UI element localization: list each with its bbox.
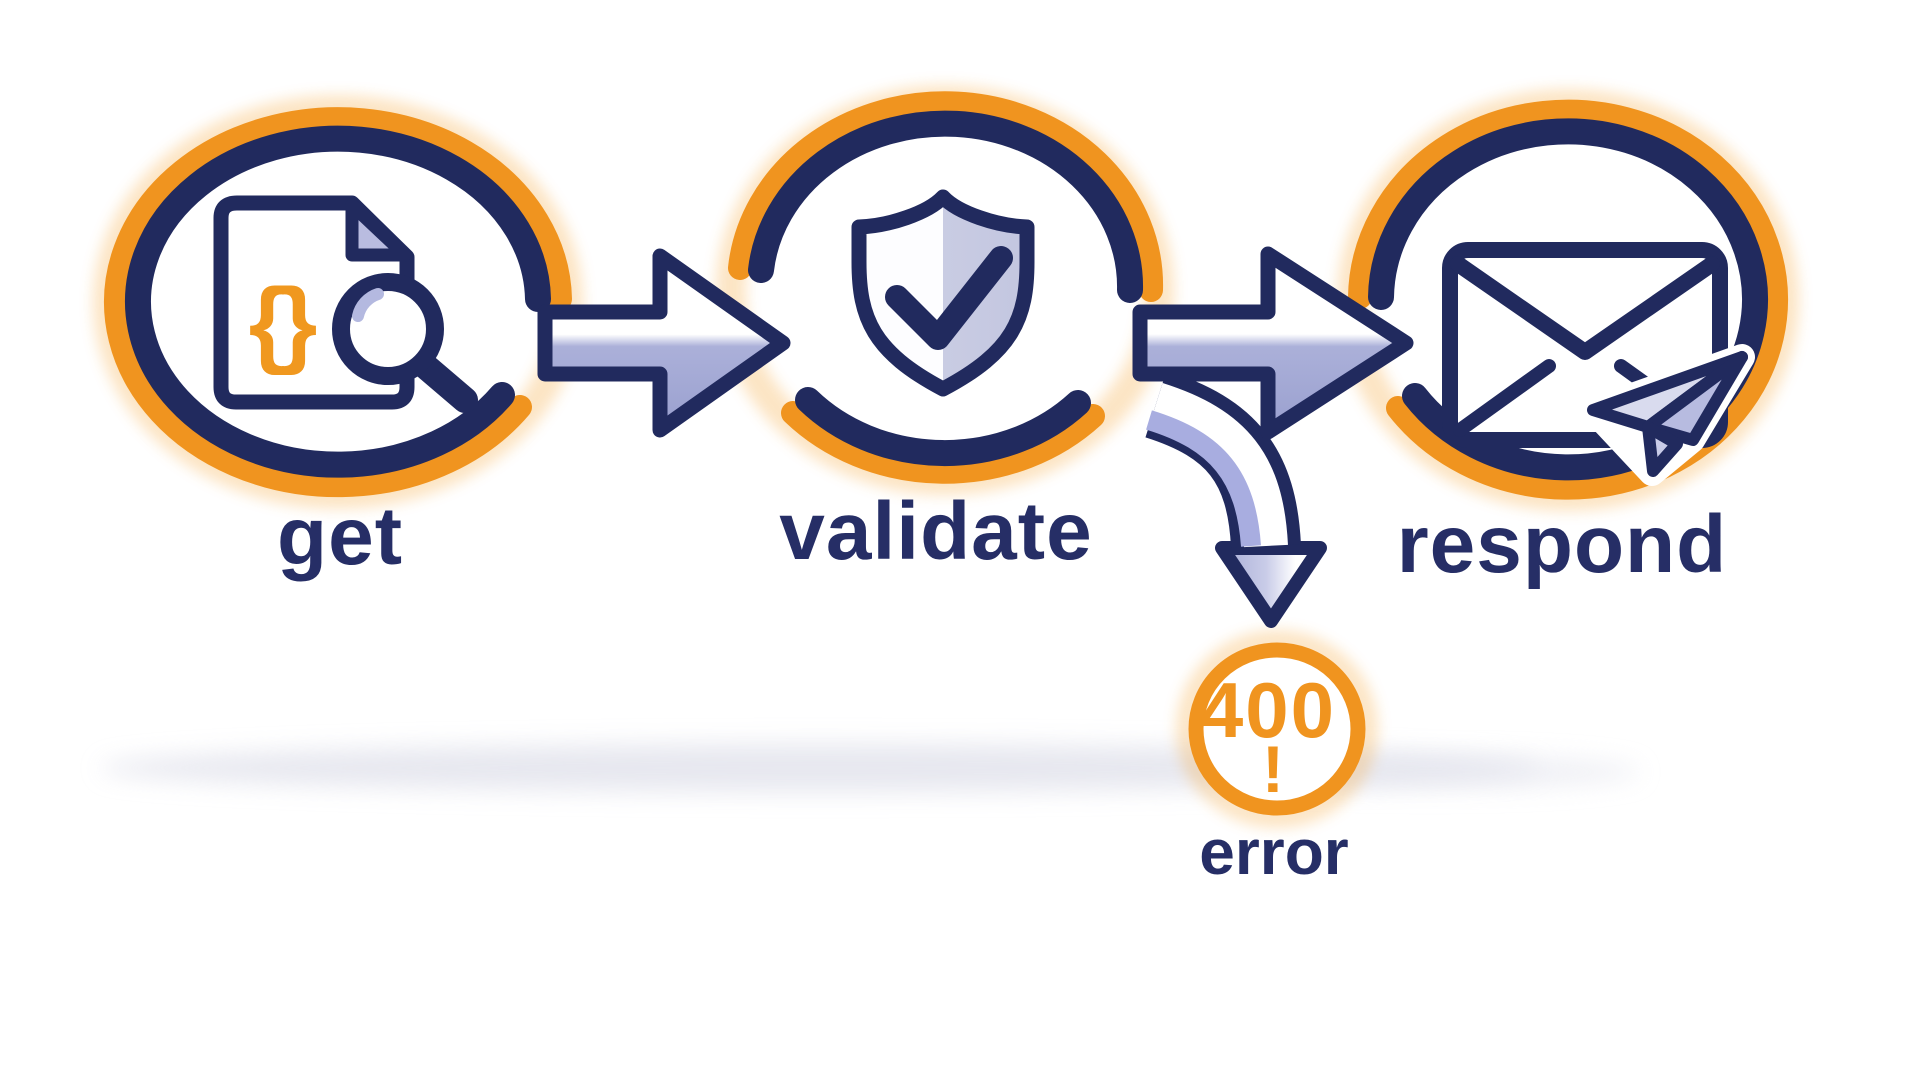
respond-orange-ring: [1348, 99, 1788, 500]
paper-plane-icon: [1580, 344, 1755, 486]
error-branch-arrow: [1144, 370, 1327, 628]
validate-navy-ring-bottom: [795, 387, 1091, 467]
json-document-search-icon: {}: [213, 195, 478, 413]
paper-plane-tail: [1642, 421, 1683, 477]
step-label-respond: respond: [1397, 499, 1727, 590]
error-code-badge: 400 !: [1188, 642, 1366, 816]
email-send-icon: [1442, 242, 1755, 486]
magnifier-handle: [411, 352, 478, 413]
validate-orange-ring-bottom: [781, 401, 1105, 484]
validate-orange-ring-top: [728, 91, 1164, 302]
document-fold-corner: [345, 198, 412, 262]
step-label-get: get: [277, 491, 403, 582]
shield-check-icon: [851, 189, 1035, 397]
get-orange-ring: [104, 107, 572, 498]
navy-rings: [125, 110, 1768, 481]
error-label: error: [1199, 816, 1348, 888]
magnifier-highlight: [352, 288, 384, 322]
error-arrow-band-fill: [1149, 383, 1288, 548]
step-label-validate: validate: [779, 486, 1092, 577]
envelope-flap: [1450, 256, 1720, 360]
orange-rings: [104, 91, 1788, 500]
shield-shape: [851, 189, 1035, 397]
json-braces: {}: [249, 269, 316, 376]
arrow-validate-to-respond: [1132, 246, 1414, 440]
get-navy-ring: [125, 125, 551, 478]
magnifier-lens: [332, 273, 444, 385]
error-arrowhead: [1215, 541, 1327, 628]
error-badge-ring: [1188, 642, 1366, 816]
validate-navy-ring-top: [748, 110, 1144, 303]
respond-navy-ring: [1368, 118, 1768, 481]
error-code-text: 400: [1200, 666, 1336, 754]
envelope-diagonal-left: [1453, 359, 1556, 437]
error-arrow-band-shade: [1146, 410, 1261, 547]
error-circle-glow: [1176, 630, 1378, 828]
check-mark: [885, 246, 1013, 350]
arrow-get-to-validate: [537, 248, 791, 438]
error-exclaim-text: !: [1262, 732, 1284, 806]
